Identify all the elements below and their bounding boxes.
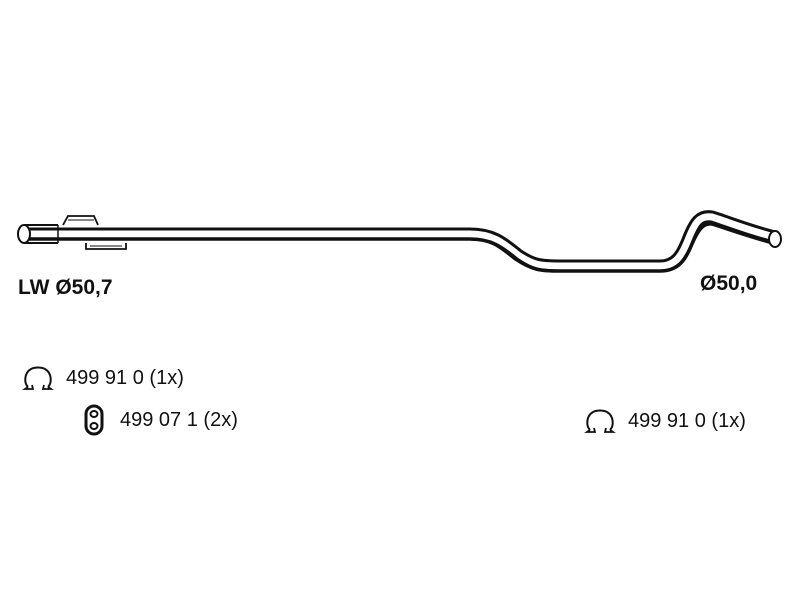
part-row: 499 91 0 (1x) <box>584 408 746 434</box>
part-number: 499 91 0 (1x) <box>628 410 746 432</box>
pipe <box>25 210 777 273</box>
left-pipe-end <box>17 224 59 244</box>
lower-hanger-bracket <box>85 243 127 250</box>
part-number: 499 91 0 (1x) <box>66 367 184 389</box>
part-row: 499 91 0 (1x) <box>22 365 184 391</box>
left-end-diameter-label: LW Ø50,7 <box>18 276 113 299</box>
part-number: 499 07 1 (2x) <box>120 409 238 431</box>
upper-hanger-bracket <box>62 215 99 226</box>
clamp-icon <box>22 365 54 391</box>
right-end-diameter-label: Ø50,0 <box>700 272 758 295</box>
right-pipe-end <box>768 230 782 248</box>
part-row: 499 07 1 (2x) <box>84 404 238 436</box>
rubber-hanger-icon <box>84 404 104 436</box>
clamp-icon <box>584 408 616 434</box>
